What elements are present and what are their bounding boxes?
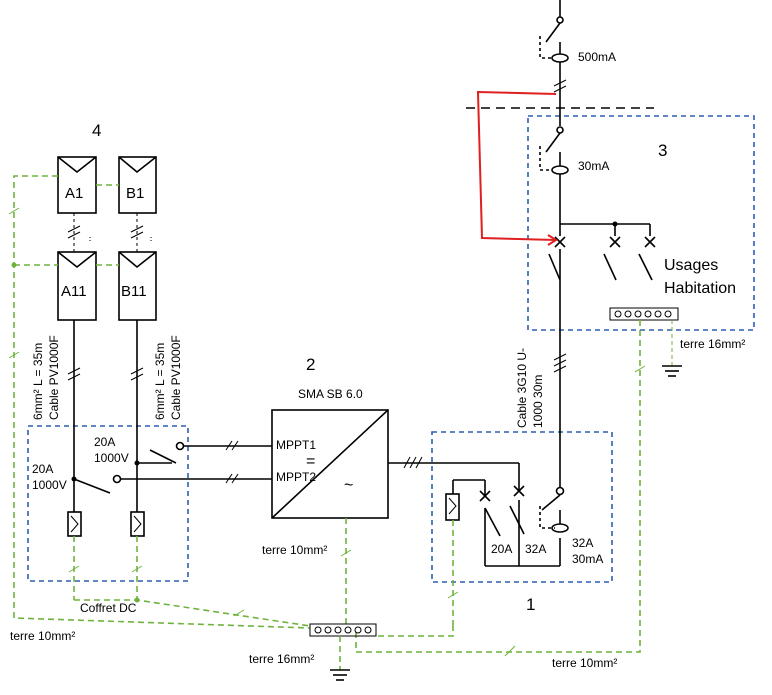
section-number-4: 4	[92, 121, 101, 140]
pv-module-b11: B11	[118, 251, 157, 321]
earth-label-right: terre 10mm²	[552, 656, 617, 670]
main-rcd-label: 500mA	[578, 50, 616, 64]
dc-string-cables	[67, 320, 144, 512]
pv-module-a11: A11	[57, 251, 97, 321]
rcd-rating: 32A	[572, 536, 593, 550]
ac-cable-label-2: 1000 30m	[531, 375, 545, 428]
string-interconnects	[67, 213, 152, 252]
house-earth-link	[355, 320, 646, 657]
rcd-sensitivity: 30mA	[572, 552, 603, 566]
dc-switch-b	[134, 441, 272, 466]
main-incomer	[539, 0, 569, 126]
inverter-model: SMA SB 6.0	[298, 387, 363, 401]
dc-box-enclosure	[27, 425, 189, 582]
breaker-32a-label: 32A	[525, 542, 546, 556]
dc-switch-b-rating: 20A	[94, 435, 115, 449]
svg-text:A11: A11	[61, 283, 87, 300]
dc-switch-a	[71, 474, 272, 494]
pv-module-b1: B1	[118, 156, 157, 214]
main-earth-electrode	[330, 636, 350, 681]
home-breakers	[548, 236, 656, 281]
svg-text:~: ~	[344, 477, 353, 494]
red-link	[476, 90, 557, 241]
inverter: = ~	[271, 409, 389, 519]
dc-box-name: Coffret DC	[80, 601, 137, 615]
dc-switch-b-voltage: 1000V	[94, 451, 129, 465]
breaker-20a-label: 20A	[491, 542, 512, 556]
pv-frame-earth	[8, 175, 311, 629]
main-earth-bar	[309, 623, 377, 637]
pv-cable-label-b-2: Cable PV1000F	[169, 335, 183, 420]
inverter-input-mppt1: MPPT1	[276, 438, 316, 452]
svg-text:=: =	[306, 453, 315, 470]
earth-label-main: terre 16mm²	[249, 652, 314, 666]
svg-text:B11: B11	[121, 283, 147, 300]
house-earth-bar	[609, 307, 679, 321]
house-earth-electrode	[662, 320, 682, 377]
dc-switch-a-voltage: 1000V	[32, 478, 67, 492]
home-loads-label-2: Habitation	[664, 280, 736, 297]
pv-cable-label-a-2: 6mm² L = 35m	[153, 343, 167, 420]
svg-text:A1: A1	[65, 185, 83, 202]
ac-cable-label-1: Cable 3G10 U-	[515, 348, 529, 428]
dc-surge-protector-b	[130, 511, 145, 600]
earth-label-house: terre 16mm²	[680, 337, 745, 351]
dc-box-earth	[68, 565, 311, 627]
dc-surge-protector-a	[67, 511, 82, 600]
pv-cable-label-b: Cable PV1000F	[47, 335, 61, 420]
home-busbar	[560, 221, 651, 236]
pv-cable-label-a: 6mm² L = 35m	[31, 343, 45, 420]
rcd-32a-30ma	[539, 486, 569, 533]
home-loads-label-1: Usages	[664, 257, 718, 274]
dc-switch-a-rating: 20A	[32, 462, 53, 476]
home-board-enclosure	[527, 115, 755, 331]
ac-surge-protector	[445, 493, 460, 625]
section-number-2: 2	[306, 355, 315, 374]
section-number-1: 1	[526, 595, 535, 614]
svg-text:B1: B1	[126, 185, 144, 202]
ac-board-enclosure	[431, 431, 613, 583]
breaker-32a	[509, 485, 525, 535]
breaker-20a	[479, 490, 501, 537]
section-number-3: 3	[658, 141, 667, 160]
earth-label-left: terre 10mm²	[10, 629, 75, 643]
inverter-input-mppt2: MPPT2	[276, 470, 316, 484]
dc-line-ticks	[225, 440, 239, 484]
ac-board-wiring	[452, 463, 561, 567]
inverter-ac-output	[388, 456, 519, 469]
pv-module-a1: A1	[57, 156, 97, 214]
home-rcd	[539, 126, 569, 236]
home-rcd-label: 30mA	[578, 159, 609, 173]
ac-board-earth	[376, 591, 459, 637]
earth-label-inverter: terre 10mm²	[262, 543, 327, 557]
